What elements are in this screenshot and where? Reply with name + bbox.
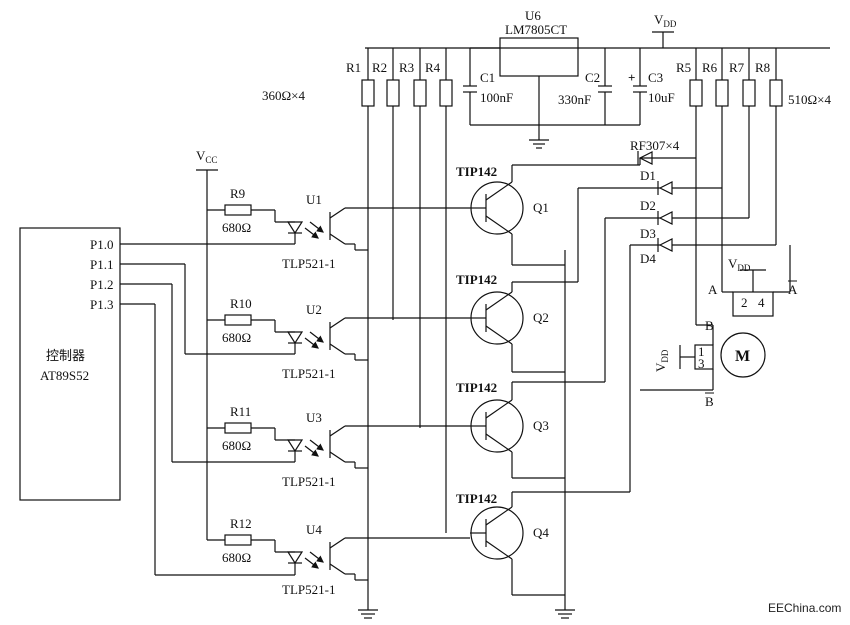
u4-part: TLP521-1 (282, 582, 335, 597)
u4-label: U4 (306, 522, 322, 537)
r5-label: R5 (676, 60, 691, 75)
r9-value: 680Ω (222, 220, 251, 235)
r4-label: R4 (425, 60, 441, 75)
r10-label: R10 (230, 296, 252, 311)
d4-label: D4 (640, 251, 656, 266)
phase-b-label: B (705, 318, 714, 333)
pin-p1-1: P1.1 (90, 257, 113, 272)
r10-value: 680Ω (222, 330, 251, 345)
channel-3 (120, 283, 605, 479)
q2-label: Q2 (533, 310, 549, 325)
right-resistor-group-value: 510Ω×4 (788, 92, 831, 107)
pin-p1-0: P1.0 (90, 237, 113, 252)
coil-b-pin-3: 3 (698, 356, 705, 371)
regulator-part: LM7805CT (505, 22, 567, 37)
phase-a-label: A (708, 282, 718, 297)
vcc-label: VCC (196, 148, 217, 165)
r12-label: R12 (230, 516, 252, 531)
wires (19, 31, 830, 619)
c2-value: 330nF (558, 92, 591, 107)
regulator-ref: U6 (525, 8, 541, 23)
watermark-text: EEChina.com (768, 601, 841, 615)
u2-part: TLP521-1 (282, 366, 335, 381)
q4-part: TIP142 (456, 491, 497, 506)
r6-label: R6 (702, 60, 718, 75)
d1-label: D1 (640, 168, 656, 183)
motor-vdd-label: VDD (728, 256, 751, 273)
r11-value: 680Ω (222, 438, 251, 453)
coil-vdd-label: VDD (653, 349, 670, 372)
left-resistor-group-value: 360Ω×4 (262, 88, 305, 103)
q2-part: TIP142 (456, 272, 497, 287)
c3-label: C3 (648, 70, 663, 85)
c3-polarity: + (628, 70, 635, 85)
c1-label: C1 (480, 70, 495, 85)
r1-label: R1 (346, 60, 361, 75)
coil-a-pin-4: 4 (758, 295, 765, 310)
r7-label: R7 (729, 60, 745, 75)
q3-part: TIP142 (456, 380, 497, 395)
q3-label: Q3 (533, 418, 549, 433)
q1-part: TIP142 (456, 164, 497, 179)
d3-label: D3 (640, 226, 656, 241)
coil-b-pin-1: 1 (698, 344, 705, 359)
phase-a-bar-label: A (788, 282, 798, 297)
u1-part: TLP521-1 (282, 256, 335, 271)
r12-value: 680Ω (222, 550, 251, 565)
channel-2 (120, 263, 578, 373)
motor-label: M (735, 348, 750, 365)
controller-name: 控制器 (46, 348, 85, 363)
q1-label: Q1 (533, 200, 549, 215)
channel-4 (120, 303, 630, 596)
pin-p1-2: P1.2 (90, 277, 113, 292)
pin-p1-3: P1.3 (90, 297, 113, 312)
q4-label: Q4 (533, 525, 549, 540)
phase-b-bar-label: B (705, 394, 714, 409)
u3-part: TLP521-1 (282, 474, 335, 489)
channel-1 (120, 164, 640, 266)
r11-label: R11 (230, 404, 251, 419)
d2-label: D2 (640, 198, 656, 213)
controller-part: AT89S52 (40, 368, 89, 383)
r3-label: R3 (399, 60, 414, 75)
diode-part: RF307×4 (630, 138, 680, 153)
c2-label: C2 (585, 70, 600, 85)
u3-label: U3 (306, 410, 322, 425)
vdd-label: VDD (654, 12, 677, 29)
c3-value: 10uF (648, 90, 675, 105)
r8-label: R8 (755, 60, 770, 75)
c1-value: 100nF (480, 90, 513, 105)
u1-label: U1 (306, 192, 322, 207)
u2-label: U2 (306, 302, 322, 317)
r2-label: R2 (372, 60, 387, 75)
coil-a-pin-2: 2 (741, 295, 748, 310)
r9-label: R9 (230, 186, 245, 201)
